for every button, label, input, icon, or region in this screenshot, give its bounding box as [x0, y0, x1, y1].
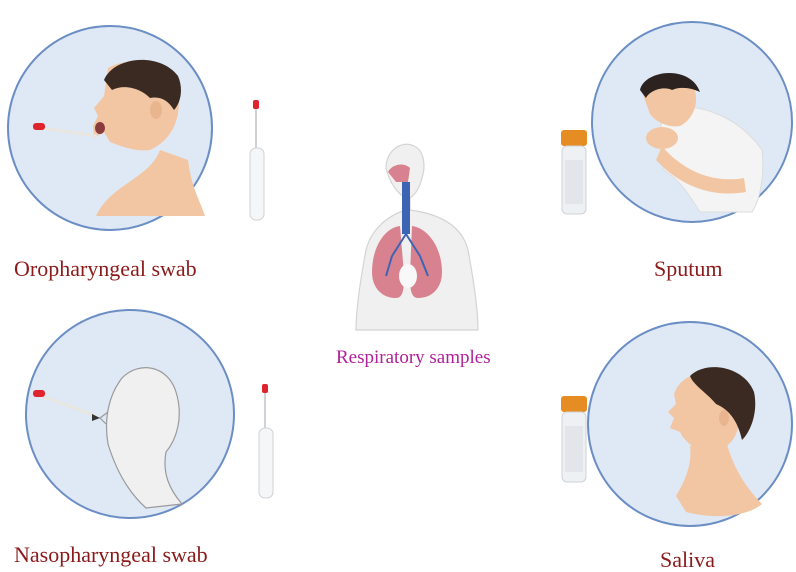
respiratory-samples-label: Respiratory samples [336, 348, 491, 367]
saliva-sample-cup [561, 396, 587, 482]
oropharyngeal-swab-tube [250, 100, 264, 220]
sputum-label: Sputum [654, 258, 722, 280]
oropharyngeal-swab-label: Oropharyngeal swab [14, 258, 197, 280]
saliva-label: Saliva [660, 549, 715, 571]
respiratory-system-illustration [356, 144, 478, 330]
nasopharyngeal-panel [26, 310, 234, 518]
sputum-panel [592, 22, 792, 222]
oropharyngeal-panel [8, 26, 212, 230]
sputum-sample-cup [561, 130, 587, 214]
nasopharyngeal-swab-tube [259, 384, 273, 498]
saliva-panel [588, 322, 792, 526]
nasopharyngeal-swab-label: Nasopharyngeal swab [14, 544, 208, 566]
